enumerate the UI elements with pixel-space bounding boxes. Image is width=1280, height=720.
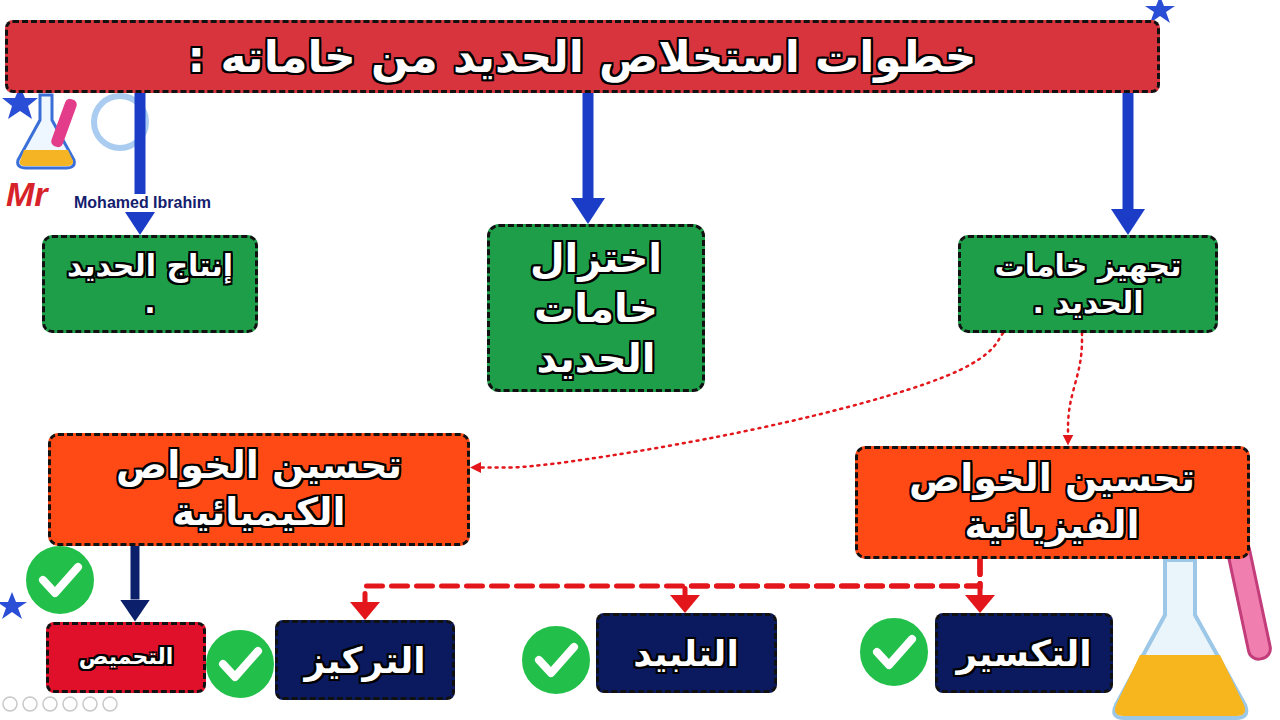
step-box: التركيز (275, 620, 455, 700)
category-box: تحسين الخواص الفيزيائية (855, 446, 1250, 559)
lab-flask-part (1114, 560, 1246, 718)
box-label: تجهيز خامات الحديد . (973, 247, 1203, 322)
slide-controls-part (83, 697, 97, 711)
box-label: تحسين الخواص الفيزيائية (870, 455, 1235, 550)
step-box: التحميص (46, 622, 206, 693)
check-badge-part (43, 567, 78, 593)
check-badge-part (24, 544, 96, 616)
slide-controls (3, 697, 117, 711)
check-badge (24, 544, 930, 700)
check-badge-part (877, 639, 912, 665)
box-label: التكسير (956, 631, 1091, 676)
process-box: إنتاج الحديد . (42, 235, 258, 333)
process-box: اختزال خامات الحديد (487, 224, 705, 392)
box-label: تحسين الخواص الكيميائية (63, 442, 455, 537)
box-label: إنتاج الحديد . (57, 247, 243, 322)
slide-controls-part (43, 697, 57, 711)
check-badge-part (539, 647, 574, 673)
check-badge-part (223, 651, 258, 677)
watermark: Mohamed Ibrahim (72, 194, 213, 212)
box-label: اختزال خامات الحديد (502, 233, 690, 383)
flow-arrow (135, 93, 146, 210)
slide-controls-part (3, 697, 17, 711)
slide-controls-part (23, 697, 37, 711)
slide-controls-part (63, 697, 77, 711)
box-label: خطوات استخلاص الحديد من خاماته : (188, 29, 977, 84)
process-box: تجهيز خامات الحديد . (958, 235, 1218, 333)
check-badge-part (858, 616, 930, 688)
flow-arrow (1123, 93, 1134, 210)
lab-flask (1114, 539, 1272, 718)
logo-flask-part (20, 150, 74, 166)
title-band: خطوات استخلاص الحديد من خاماته : (5, 20, 1160, 93)
lab-flask-part (1115, 655, 1245, 716)
box-label: التلبيد (633, 631, 738, 676)
flow-arrow (583, 93, 594, 199)
slide-controls-part (103, 697, 117, 711)
logo-flask (18, 95, 146, 168)
check-badge-part (520, 624, 592, 696)
box-label: التركيز (305, 638, 426, 683)
step-box: التكسير (935, 613, 1113, 693)
category-box: تحسين الخواص الكيميائية (48, 433, 470, 546)
flow-arrow (685, 559, 980, 596)
flow-arrow (1068, 333, 1082, 435)
check-badge-part (204, 628, 276, 700)
flow-arrow (131, 546, 140, 600)
watermark: Mr (4, 176, 50, 213)
logo-flask-part (50, 97, 78, 148)
star-decoration-part (0, 592, 27, 619)
flow-arrow (365, 559, 980, 603)
step-box: التلبيد (596, 613, 777, 693)
box-label: التحميص (79, 643, 173, 671)
